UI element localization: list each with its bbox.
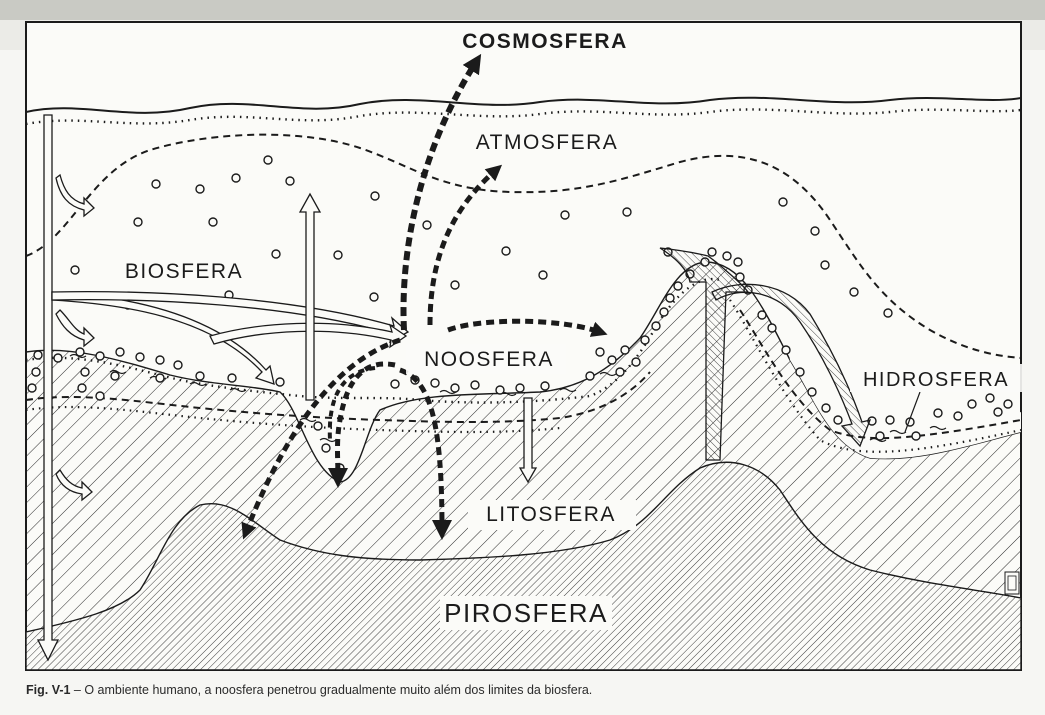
publisher-mark [1004,571,1020,595]
label-litosfera: LITOSFERA [486,503,616,526]
figure-number: Fig. V-1 [26,683,71,697]
figure-caption: Fig. V-1 – O ambiente humano, a noosfera… [26,683,592,697]
label-biosfera: BIOSFERA [125,260,243,283]
white-flow-arrows [36,114,538,662]
atmosphere-top-line [26,96,1021,114]
label-hidrosfera: HIDROSFERA [863,369,1009,391]
biosphere-boundary-line [26,133,1021,359]
noosphere-flow-arrows [241,53,608,540]
hatched-flow-arrows [659,247,872,461]
hidrosfera-pointer [904,391,921,433]
label-atmosfera: ATMOSFERA [476,131,619,154]
label-pirosfera: PIROSFERA [444,598,608,628]
scan-top-strip [0,0,1045,20]
label-cosmosfera: COSMOSFERA [462,30,628,53]
label-noosfera: NOOSFERA [424,348,554,371]
caption-text: – O ambiente humano, a noosfera penetrou… [70,683,593,697]
